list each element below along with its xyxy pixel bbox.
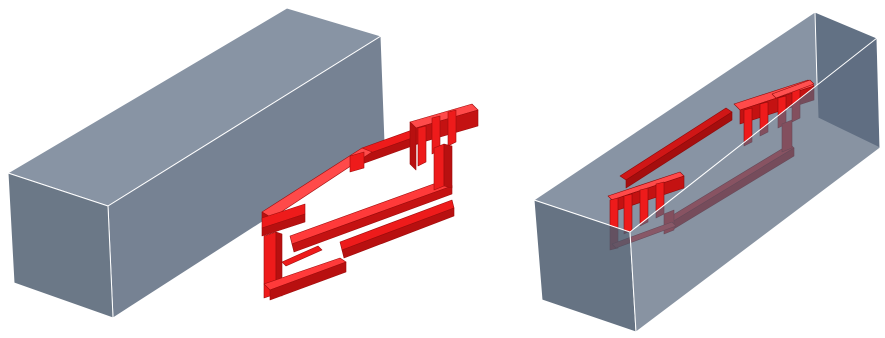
left-housing-box xyxy=(6,7,386,319)
right-housing-side xyxy=(629,36,881,333)
left-panel xyxy=(6,7,479,319)
left-red-structure xyxy=(261,103,479,301)
left-housing-front xyxy=(7,172,114,319)
right-panel xyxy=(532,11,881,333)
